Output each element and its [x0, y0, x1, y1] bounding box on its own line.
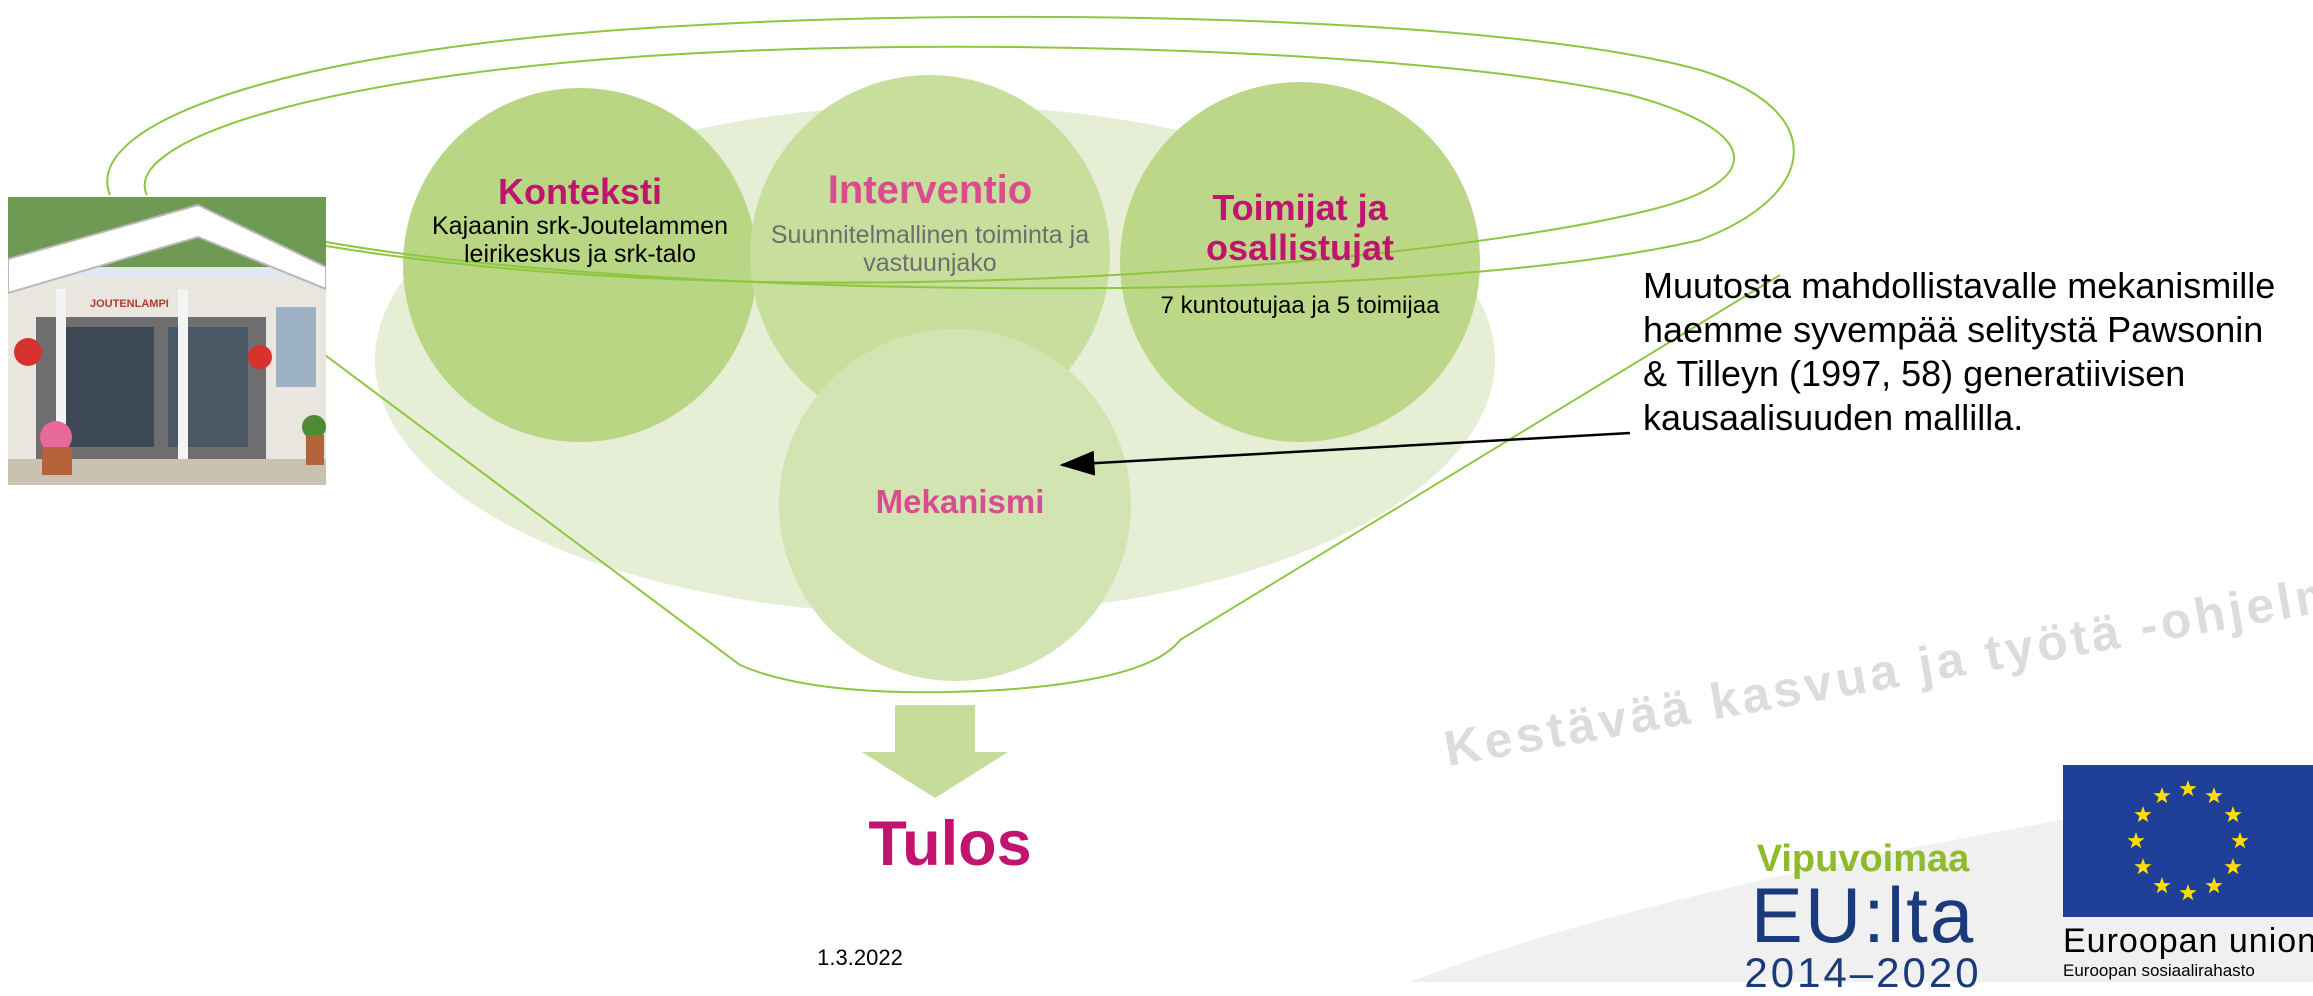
inner-loop-line — [143, 45, 1735, 284]
vipuvoimaa-logo: Vipuvoimaa EU:lta 2014–2020 — [1718, 840, 2008, 994]
eu-star-icon — [2153, 787, 2171, 804]
eu-name: Euroopan unioni — [2063, 922, 2313, 960]
mekanismi-label-group: Mekanismi — [800, 483, 1120, 521]
eu-star-icon — [2224, 806, 2242, 823]
eu-star-icon — [2205, 787, 2223, 804]
konteksti-body: Kajaanin srk-Joutelammen leirikeskus ja … — [432, 212, 728, 269]
eu-star-icon — [2179, 780, 2197, 797]
eu-star-icon — [2224, 858, 2242, 875]
building-photo: JOUTENLAMPI — [8, 197, 326, 485]
mekanismi-circle — [779, 329, 1131, 681]
result-label: Tulos — [868, 809, 1032, 879]
konteksti-label-group: Konteksti Kajaanin srk-Joutelammen leiri… — [420, 171, 740, 269]
eu-fund-name: Euroopan sosiaalirahasto — [2063, 961, 2255, 980]
mekanismi-title: Mekanismi — [875, 483, 1045, 520]
eu-star-icon — [2153, 877, 2171, 894]
eu-star-icon — [2179, 884, 2197, 901]
explanation-note: Muutosta mahdollistavalle mekanismille h… — [1643, 265, 2276, 438]
eu-star-icon — [2134, 858, 2152, 875]
konteksti-circle — [403, 88, 757, 442]
toimijat-title: Toimijat ja osallistujat — [1205, 187, 1395, 269]
interventio-body: Suunnitelmallinen toiminta ja vastuunjak… — [770, 220, 1090, 277]
eu-flag-icon — [2063, 765, 2313, 917]
slide-date: 1.3.2022 — [817, 945, 903, 970]
vipuvoimaa-logo-title: Vipuvoimaa — [1756, 838, 1970, 880]
vipuvoimaa-logo-years: 2014–2020 — [1744, 949, 1982, 996]
outer-loop-line — [106, 15, 1795, 290]
eu-star-icon — [2205, 877, 2223, 894]
konteksti-title: Konteksti — [497, 171, 663, 212]
toimijat-label-group: Toimijat ja osallistujat 7 kuntoutujaa j… — [1140, 187, 1460, 320]
toimijat-body: 7 kuntoutujaa ja 5 toimijaa — [1160, 291, 1440, 319]
funnel-outline — [324, 274, 1781, 694]
eu-star-icon — [2231, 832, 2249, 849]
interventio-label-group: Interventio Suunnitelmallinen toiminta j… — [770, 168, 1090, 277]
eu-star-icon — [2134, 806, 2152, 823]
down-arrow-icon — [862, 705, 1008, 798]
interventio-title: Interventio — [827, 168, 1033, 212]
eu-star-icon — [2127, 832, 2145, 849]
vipuvoimaa-logo-eu: EU:lta — [1750, 871, 1976, 959]
building-sign: JOUTENLAMPI — [90, 298, 169, 310]
pointer-arrow — [1059, 431, 1631, 476]
